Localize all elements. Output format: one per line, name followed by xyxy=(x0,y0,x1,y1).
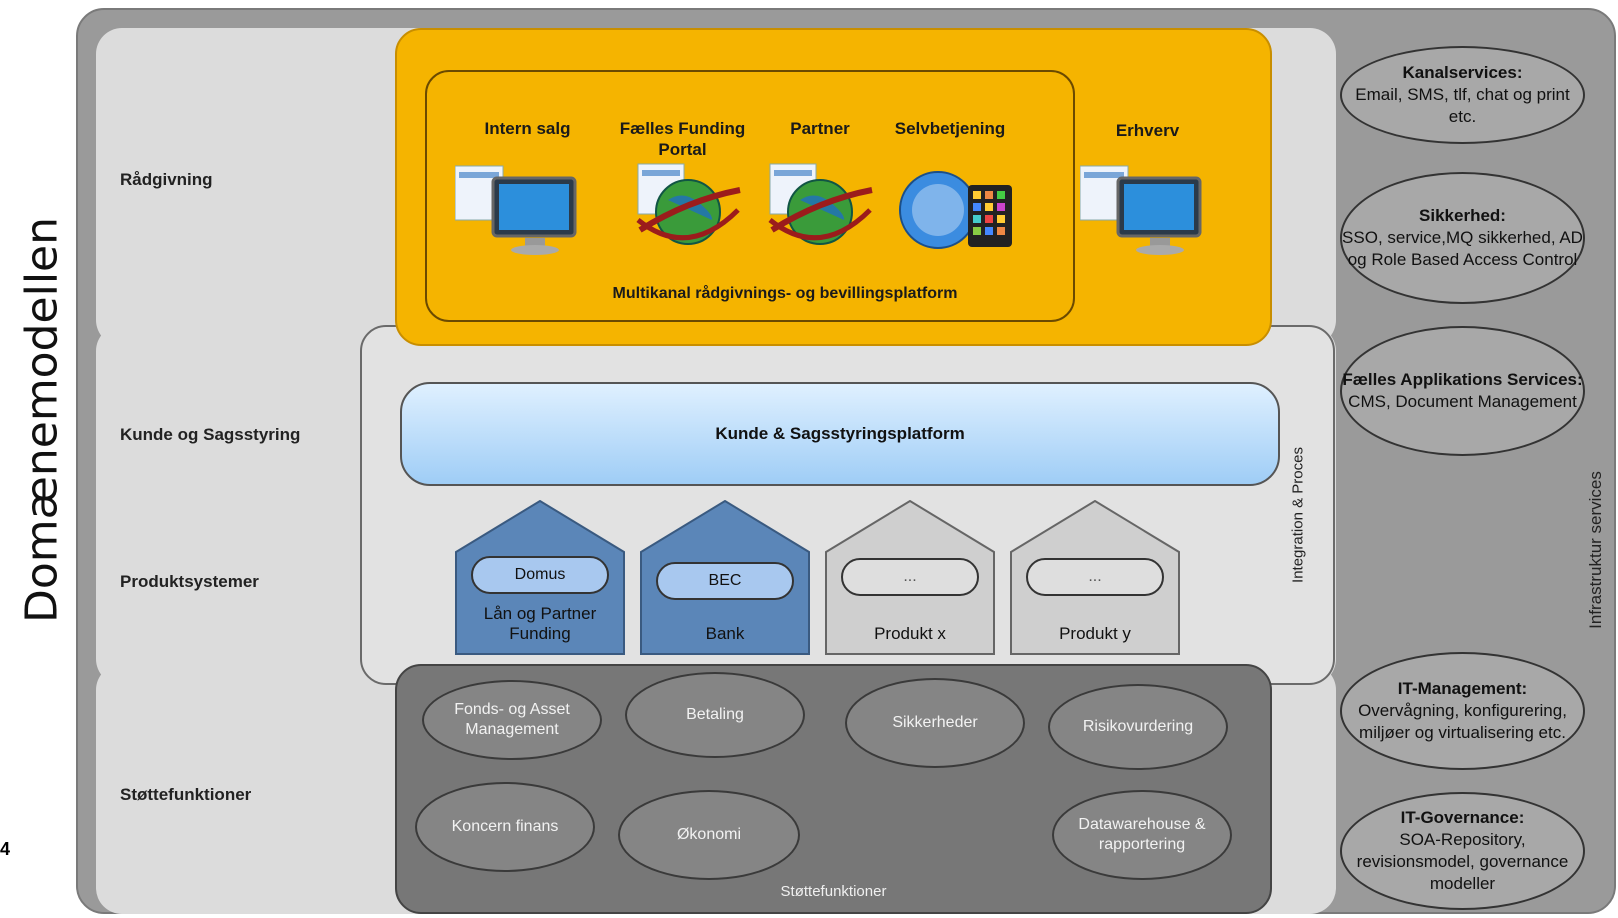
product-label-domus: Lån og Partner Funding xyxy=(483,604,597,643)
multikanal-platform-box xyxy=(425,70,1075,322)
row-label-kunde: Kunde og Sagsstyring xyxy=(120,425,301,444)
support-betaling: Betaling xyxy=(625,672,805,758)
infra-faelles-applikations-services: Fælles Applikations Services: CMS, Docum… xyxy=(1340,326,1585,456)
stottefunktioner-footer-label: Støttefunktioner xyxy=(780,883,887,900)
kunde-sagsstyring-platform: Kunde & Sagsstyringsplatform xyxy=(400,382,1280,486)
support-risikovurdering: Risikovurdering xyxy=(1048,684,1228,770)
channel-partner-label: Partner xyxy=(790,119,850,138)
kunde-sagsstyring-platform-label: Kunde & Sagsstyringsplatform xyxy=(715,424,965,443)
support-okonomi: Økonomi xyxy=(618,790,800,880)
infra-kanalservices: Kanalservices: Email, SMS, tlf, chat og … xyxy=(1340,46,1585,144)
infra-it-governance-title: IT-Governance: xyxy=(1400,808,1525,827)
infra-it-governance: IT-Governance: SOA-Repository, revisions… xyxy=(1340,792,1585,910)
support-fonds: Fonds- og Asset Management xyxy=(422,680,602,760)
product-pill-produkt-y: ... xyxy=(1026,558,1164,596)
infra-it-governance-text: SOA-Repository, revisionsmodel, governan… xyxy=(1356,830,1569,893)
page-number: 4 xyxy=(0,839,11,859)
multikanal-platform-label: Multikanal rådgivnings- og bevillingspla… xyxy=(612,285,958,302)
row-label-produkt: Produktsystemer xyxy=(120,572,259,591)
product-label-bec: Bank xyxy=(705,624,745,643)
infra-sikkerhed-text: SSO, service,MQ sikkerhed, AD og Role Ba… xyxy=(1342,228,1583,269)
infrastruktur-services-label: Infrastruktur services xyxy=(1586,471,1605,629)
infra-it-management: IT-Management: Overvågning, konfigurerin… xyxy=(1340,652,1585,770)
globe-web-icon xyxy=(768,163,873,245)
product-pill-domus: Domus xyxy=(471,556,609,594)
infra-it-management-text: Overvågning, konfigurering, miljøer og v… xyxy=(1358,701,1567,742)
globe-web-icon xyxy=(636,163,741,245)
product-label-produkt-x: Produkt x xyxy=(874,624,946,643)
product-pill-produkt-x: ... xyxy=(841,558,979,596)
support-sikkerheder: Sikkerheder xyxy=(845,678,1025,768)
infra-sikkerhed-title: Sikkerhed: xyxy=(1419,206,1506,225)
infra-kanalservices-text: Email, SMS, tlf, chat og print etc. xyxy=(1355,85,1570,126)
channel-selvbetjening-label: Selvbetjening xyxy=(894,119,1006,138)
channel-erhverv-label: Erhverv xyxy=(1115,121,1180,140)
globe-mobile-icon xyxy=(899,171,1012,249)
row-label-raadgivning: Rådgivning xyxy=(120,170,213,189)
support-datawarehouse: Datawarehouse & rapportering xyxy=(1052,790,1232,880)
channel-faelles-funding-label: Fælles Funding Portal xyxy=(619,119,746,159)
channel-intern-salg-label: Intern salg xyxy=(484,119,571,138)
infra-faelles-applikations-title: Fælles Applikations Services: xyxy=(1342,370,1583,389)
product-label-produkt-y: Produkt y xyxy=(1059,624,1131,643)
infra-sikkerhed: Sikkerhed: SSO, service,MQ sikkerhed, AD… xyxy=(1340,172,1585,304)
integration-proces-label: Integration & Proces xyxy=(1289,447,1307,583)
row-label-stotte: Støttefunktioner xyxy=(120,785,252,804)
infra-it-management-title: IT-Management: xyxy=(1397,679,1528,698)
monitor-icon xyxy=(455,165,577,255)
monitor-icon xyxy=(1080,165,1202,255)
infra-kanalservices-title: Kanalservices: xyxy=(1402,63,1523,82)
support-koncern-finans: Koncern finans xyxy=(415,782,595,872)
product-pill-bec: BEC xyxy=(656,562,794,600)
infra-faelles-applikations-text: CMS, Document Management xyxy=(1348,392,1577,411)
page-title: Domænemodellen xyxy=(16,216,68,624)
